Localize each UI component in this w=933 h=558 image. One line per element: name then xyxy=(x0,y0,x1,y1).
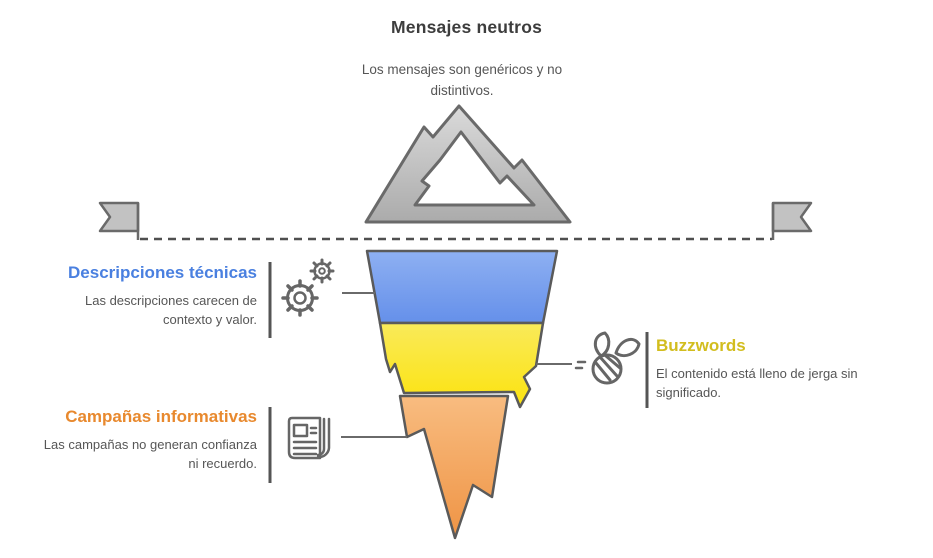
flag-icon xyxy=(98,201,140,240)
bee-icon xyxy=(574,331,641,385)
section-title: Campañas informativas xyxy=(65,407,257,426)
funnel-segment-orange xyxy=(398,394,510,540)
flag-icon xyxy=(771,201,813,240)
section-buzzwords: Buzzwords El contenido está lleno de jer… xyxy=(656,336,901,402)
gears-icon xyxy=(281,258,335,317)
funnel-segment-yellow xyxy=(378,321,545,409)
section-descripciones-tecnicas: Descripciones técnicas Las descripciones… xyxy=(40,263,257,329)
section-body: Las descripciones carecen de contexto y … xyxy=(85,293,257,327)
section-body: Las campañas no generan confianza ni rec… xyxy=(43,437,257,471)
page-title: Mensajes neutros xyxy=(390,17,543,37)
mountain-icon xyxy=(364,104,572,224)
funnel-segment-blue xyxy=(365,249,559,325)
newspaper-icon xyxy=(287,416,331,460)
section-title: Descripciones técnicas xyxy=(68,263,257,282)
section-title: Buzzwords xyxy=(656,336,746,355)
page-subtitle: Los mensajes son genéricos y no distinti… xyxy=(361,62,563,98)
section-campanas-informativas: Campañas informativas Las campañas no ge… xyxy=(40,407,257,473)
section-body: El contenido está lleno de jerga sin sig… xyxy=(656,366,858,400)
